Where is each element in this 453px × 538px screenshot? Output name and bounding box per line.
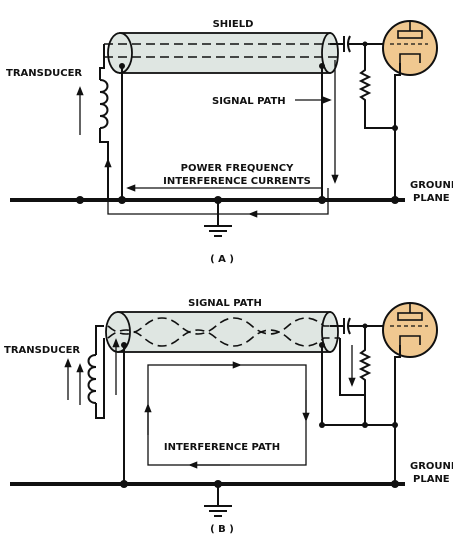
- shield-ground-wires-a: [119, 63, 325, 200]
- coupling-capacitor-a: [330, 35, 390, 53]
- interference-label-line1: POWER FREQUENCY: [181, 163, 294, 174]
- coupling-capacitor-b: [330, 317, 390, 335]
- ground-plane-label-b1: GROUND: [410, 461, 453, 472]
- interference-path-label: INTERFERENCE PATH: [164, 442, 280, 453]
- transducer-coil-b: [64, 325, 120, 419]
- earth-ground-b: [204, 484, 232, 517]
- vacuum-tube-a: [382, 20, 438, 200]
- ground-plane-label-a1: GROUND: [410, 180, 453, 191]
- grid-resistor-b: [339, 323, 372, 425]
- transducer-coil-a: [76, 44, 109, 200]
- transducer-label: TRANSDUCER: [6, 68, 82, 79]
- vacuum-tube-b: [382, 302, 438, 484]
- shield-cable-a: [104, 32, 340, 74]
- caption-a: ( A ): [210, 254, 234, 265]
- shield-cable-b: [105, 311, 340, 353]
- signal-path-label-b: SIGNAL PATH: [188, 298, 262, 309]
- caption-b: ( B ): [210, 524, 234, 535]
- shield-ground-wires-b: [121, 342, 398, 484]
- ground-plane-label-b2: PLANE: [413, 474, 450, 485]
- interference-label-line2: INTERFERENCE CURRENTS: [163, 176, 311, 187]
- diagram-a: SHIELD TRANSDUCER SIGNAL PATH: [6, 19, 453, 265]
- grid-resistor-a: [358, 41, 398, 131]
- transducer-label-b: TRANSDUCER: [4, 345, 80, 356]
- interference-loop-b: [144, 361, 310, 469]
- ground-plane-label-a2: PLANE: [413, 193, 450, 204]
- shield-label: SHIELD: [213, 19, 254, 30]
- earth-ground-a: [204, 200, 232, 237]
- signal-path-label-a: SIGNAL PATH: [212, 96, 286, 107]
- diagram-b: SIGNAL PATH TRANSDUCER: [4, 298, 453, 535]
